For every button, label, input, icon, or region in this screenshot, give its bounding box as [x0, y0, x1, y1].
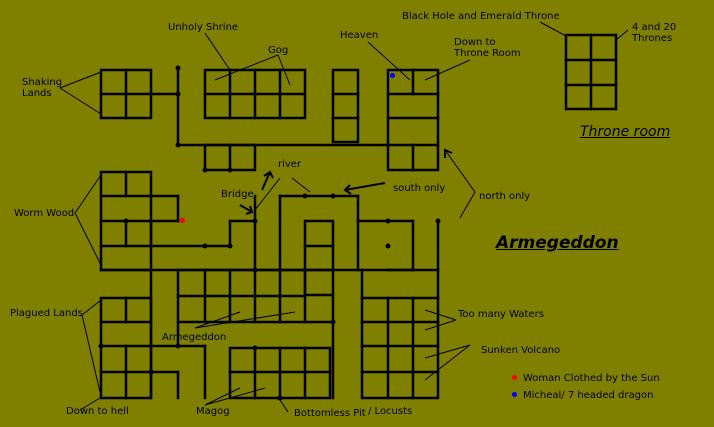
- legend-red-dot: [512, 375, 517, 380]
- label-too-many-waters: Too many Waters: [458, 309, 544, 320]
- label-north-only: north only: [479, 191, 531, 202]
- label-shaking-lands: Shaking Lands: [22, 77, 63, 99]
- room-waters: [360, 296, 440, 400]
- label-down-to-throne-room: Down to Throne Room: [454, 37, 521, 59]
- marker-woman: [180, 218, 185, 223]
- label-gog: Gog: [268, 45, 289, 56]
- label-plagued-lands: Plagued Lands: [10, 308, 83, 319]
- label-magog: Magog: [196, 406, 230, 417]
- label-thrones: 4 and 20 Thrones: [632, 22, 677, 44]
- label-black-hole: Black Hole and Emerald Throne: [402, 11, 560, 22]
- label-heaven: Heaven: [340, 30, 379, 41]
- label-sunken-volcano: Sunken Volcano: [481, 345, 561, 356]
- label-down-to-hell: Down to hell: [66, 406, 129, 417]
- throne-room-title: Throne room: [580, 124, 671, 140]
- legend-micheal: Micheal/ 7 headed dragon: [523, 390, 654, 401]
- label-worm-wood: Worm Wood: [14, 208, 75, 219]
- label-unholy-shrine: Unholy Shrine: [168, 22, 239, 33]
- legend-woman: Woman Clothed by the Sun: [523, 373, 660, 384]
- label-bridge: Bridge: [221, 189, 254, 200]
- map-title: Armegeddon: [496, 233, 619, 253]
- label-bottomless-pit: Bottomless Pit: [294, 408, 366, 419]
- room-heaven-column: [331, 68, 360, 144]
- room-center: [303, 219, 335, 297]
- label-south-only: south only: [393, 183, 446, 194]
- label-locusts: / Locusts: [368, 406, 413, 417]
- legend-blue-dot: [512, 392, 517, 397]
- label-river: river: [278, 159, 302, 170]
- label-armegeddon-area: Armegeddon: [162, 332, 227, 343]
- marker-micheal: [390, 73, 395, 78]
